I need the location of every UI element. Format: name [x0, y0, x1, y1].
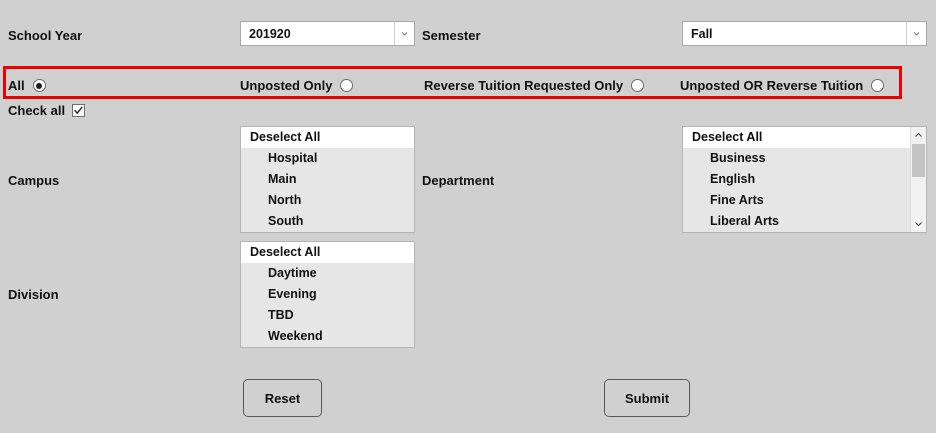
division-label: Division: [8, 287, 59, 302]
radio-option-reverse-tuition-requested-only[interactable]: Reverse Tuition Requested Only: [424, 78, 645, 93]
school-year-label: School Year: [8, 28, 83, 43]
chevron-up-icon: [915, 132, 922, 137]
filter-radio-highlight-box: [3, 66, 902, 99]
list-item[interactable]: TBD: [268, 308, 294, 322]
checkmark-icon: [74, 106, 83, 115]
list-item[interactable]: Business: [710, 151, 766, 165]
campus-listbox-items: Deselect All Hospital Main North South: [241, 127, 414, 232]
list-item[interactable]: Hospital: [268, 151, 318, 165]
radio-button-all[interactable]: [32, 79, 46, 92]
list-item[interactable]: Evening: [268, 287, 317, 301]
radio-option-unposted-or-reverse-tuition[interactable]: Unposted OR Reverse Tuition: [680, 78, 885, 93]
semester-label: Semester: [422, 28, 481, 43]
department-listbox-items: Deselect All Business English Fine Arts …: [683, 127, 910, 232]
department-scrollbar[interactable]: [910, 127, 926, 232]
chevron-down-glyph: [913, 32, 920, 36]
list-item[interactable]: English: [710, 172, 756, 186]
check-all-checkbox[interactable]: [72, 104, 86, 117]
radio-button-unposted-or-reverse-tuition[interactable]: [871, 79, 885, 92]
list-item[interactable]: Main: [268, 172, 297, 186]
division-deselect-all-option[interactable]: Deselect All: [241, 242, 414, 263]
list-item[interactable]: North: [268, 193, 302, 207]
radio-option-all[interactable]: All: [8, 79, 46, 92]
submit-button[interactable]: Submit: [604, 379, 690, 417]
department-deselect-all-option[interactable]: Deselect All: [683, 127, 910, 148]
radio-label-all: All: [8, 78, 25, 93]
department-listbox[interactable]: Deselect All Business English Fine Arts …: [682, 126, 927, 233]
semester-value: Fall: [691, 26, 713, 41]
radio-label-unposted-or-reverse-tuition: Unposted OR Reverse Tuition: [680, 78, 864, 93]
chevron-down-icon[interactable]: [394, 22, 414, 45]
campus-listbox[interactable]: Deselect All Hospital Main North South: [240, 126, 415, 233]
scrollbar-down-button[interactable]: [911, 216, 926, 232]
list-item[interactable]: South: [268, 214, 304, 228]
division-listbox-items: Deselect All Daytime Evening TBD Weekend: [241, 242, 414, 347]
list-item[interactable]: Daytime: [268, 266, 317, 280]
chevron-down-glyph: [401, 32, 408, 36]
semester-select[interactable]: Fall: [682, 21, 927, 46]
radio-button-unposted-only[interactable]: [340, 79, 354, 92]
radio-label-unposted-only: Unposted Only: [240, 78, 333, 93]
scrollbar-thumb[interactable]: [912, 144, 925, 177]
radio-option-unposted-only[interactable]: Unposted Only: [240, 78, 354, 93]
department-label: Department: [422, 173, 495, 188]
check-all-row[interactable]: Check all: [8, 103, 86, 118]
campus-deselect-all-option[interactable]: Deselect All: [241, 127, 414, 148]
campus-label: Campus: [8, 173, 60, 188]
list-item[interactable]: Weekend: [268, 329, 323, 343]
division-listbox[interactable]: Deselect All Daytime Evening TBD Weekend: [240, 241, 415, 348]
school-year-select[interactable]: 201920: [240, 21, 415, 46]
radio-button-reverse-tuition-requested-only[interactable]: [631, 79, 645, 92]
scrollbar-up-button[interactable]: [911, 127, 926, 143]
list-item[interactable]: Liberal Arts: [710, 214, 780, 228]
chevron-down-icon[interactable]: [906, 22, 926, 45]
check-all-label: Check all: [8, 103, 66, 118]
school-year-value: 201920: [249, 26, 291, 41]
reset-button[interactable]: Reset: [243, 379, 322, 417]
chevron-down-icon: [915, 222, 922, 227]
radio-label-reverse-tuition-requested-only: Reverse Tuition Requested Only: [424, 78, 624, 93]
list-item[interactable]: Fine Arts: [710, 193, 764, 207]
